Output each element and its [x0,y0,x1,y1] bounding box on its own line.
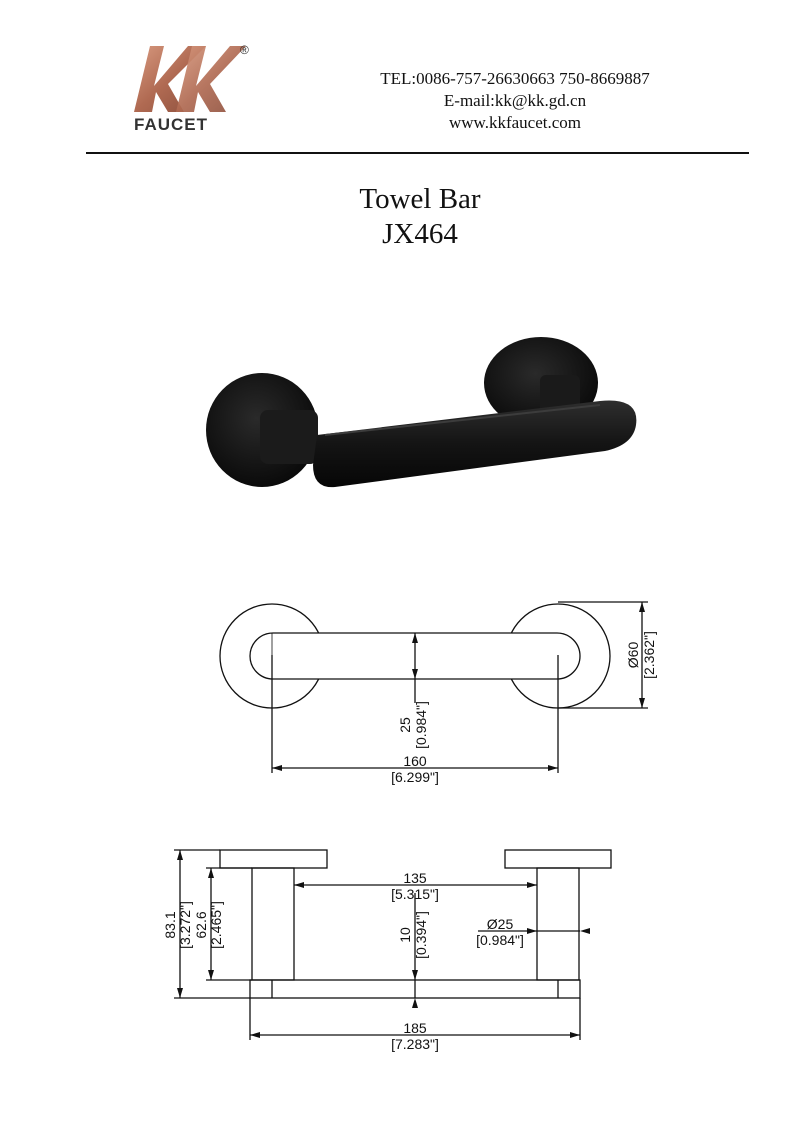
side-view-svg: 135 [5.315"] Ø25 [0.984"] 185 [7.283"] 1… [162,849,612,1052]
dim-bar-in: [0.394"] [413,911,429,959]
top-view-svg: 160 [6.299"] 25 [0.984"] Ø60 [2.362"] [219,601,657,785]
dim-length: 160 [403,753,427,769]
dim-diameter-in: [2.362"] [641,631,657,679]
dim-span-in: [5.315"] [391,886,439,902]
side-view-drawing: 135 [5.315"] Ø25 [0.984"] 185 [7.283"] 1… [160,835,630,1060]
dim-overall: 185 [403,1020,427,1036]
top-view-drawing: 160 [6.299"] 25 [0.984"] Ø60 [2.362"] [160,585,680,795]
brand-logo: FAUCET ® [128,40,258,135]
contact-tel: TEL:0086-757-26630663 750-8669887 [380,69,650,88]
dim-diameter: Ø60 [625,642,641,669]
dim-overall-in: [7.283"] [391,1036,439,1052]
kk-logo-icon: FAUCET ® [134,43,249,134]
dim-post: Ø25 [487,916,514,932]
dim-height-in: [3.272"] [177,901,193,949]
registered-mark: ® [240,43,249,57]
header-divider [86,152,749,154]
contact-email: E-mail:kk@kk.gd.cn [443,91,587,110]
product-name: Towel Bar [359,183,481,215]
contact-block: TEL:0086-757-26630663 750-8669887 E-mail… [340,68,690,134]
dim-inner-height-in: [2.465"] [208,901,224,949]
dim-post-in: [0.984"] [476,932,524,948]
towel-bar-render [206,337,637,488]
dim-depth: 25 [397,717,413,733]
dim-bar: 10 [397,927,413,943]
product-model: JX464 [382,218,458,250]
dim-height: 83.1 [162,911,178,938]
dim-inner-height: 62.6 [193,911,209,938]
contact-web: www.kkfaucet.com [448,113,581,132]
dim-length-in: [6.299"] [391,769,439,785]
product-render [195,325,655,510]
product-title: Towel Bar JX464 [250,182,590,252]
logo-word: FAUCET [134,115,208,134]
dim-span: 135 [403,870,427,886]
dim-depth-in: [0.984"] [413,701,429,749]
